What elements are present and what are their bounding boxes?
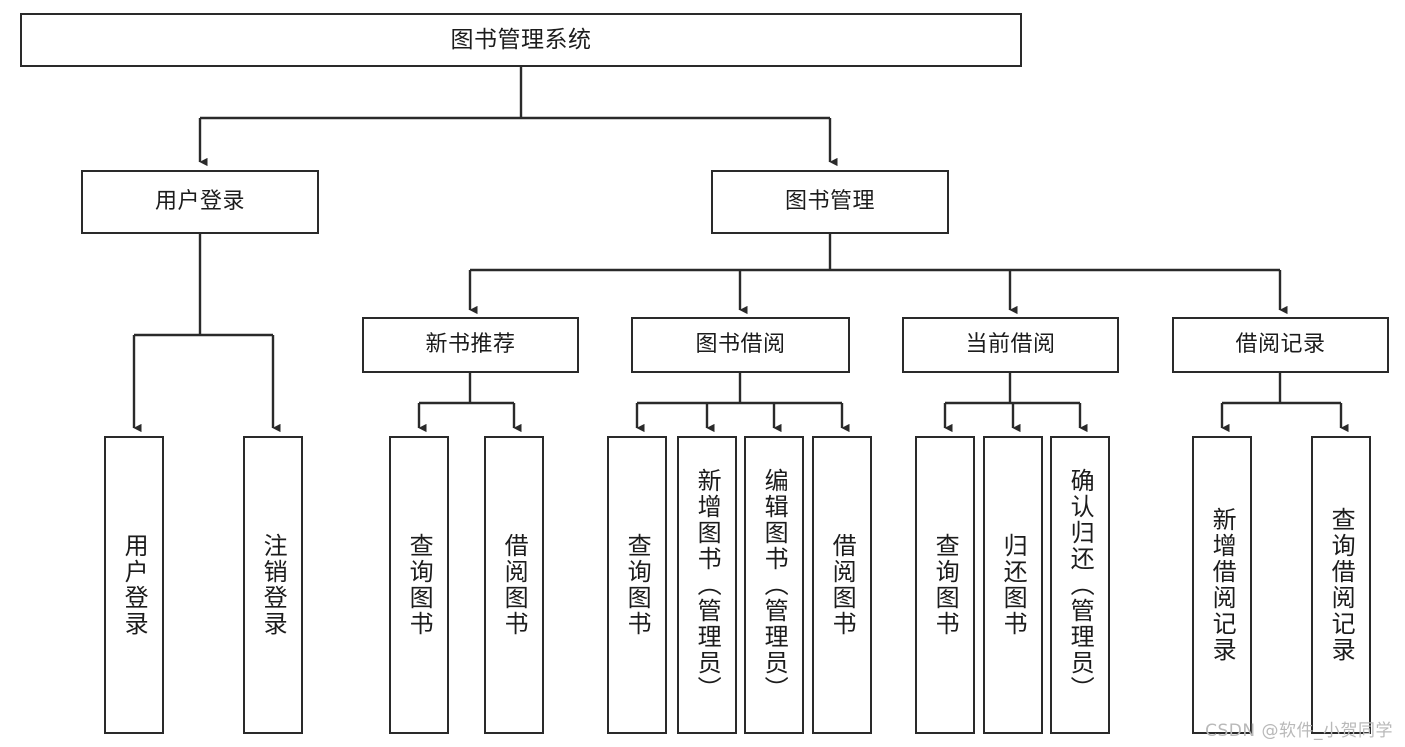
node-current-borrow-label: 当前借阅: [965, 331, 1056, 357]
node-leaf-edit-book[interactable]: 编辑图书（管理员）: [744, 436, 804, 734]
edge-root-to-level1: [198, 67, 838, 167]
edge-userlogin-to-leaves: [132, 234, 281, 433]
node-root[interactable]: 图书管理系统: [20, 13, 1022, 67]
edge-currentborrow-to-leaves: [943, 373, 1088, 433]
node-leaf-query-record[interactable]: 查询借阅记录: [1311, 436, 1371, 734]
node-leaf-query-book-c[interactable]: 查询图书: [915, 436, 975, 734]
edge-borrowrecord-to-leaves: [1220, 373, 1349, 433]
node-leaf-confirm-return[interactable]: 确认归还（管理员）: [1050, 436, 1110, 734]
node-leaf-borrow-book-a[interactable]: 借阅图书: [484, 436, 544, 734]
node-book-borrow[interactable]: 图书借阅: [631, 317, 850, 373]
node-leaf-add-book-label: 新增图书（管理员）: [693, 468, 722, 702]
node-leaf-query-book-c-label: 查询图书: [931, 533, 960, 637]
node-user-login-label: 用户登录: [154, 188, 245, 214]
node-leaf-query-record-label: 查询借阅记录: [1327, 507, 1356, 663]
node-leaf-logout[interactable]: 注销登录: [243, 436, 303, 734]
node-leaf-edit-book-label: 编辑图书（管理员）: [760, 468, 789, 702]
node-root-label: 图书管理系统: [450, 26, 592, 53]
node-new-book-recommend[interactable]: 新书推荐: [362, 317, 579, 373]
node-leaf-query-book-a[interactable]: 查询图书: [389, 436, 449, 734]
node-borrow-record-label: 借阅记录: [1235, 331, 1326, 357]
node-leaf-borrow-book-b-label: 借阅图书: [828, 533, 857, 637]
edge-bookborrow-to-leaves: [635, 373, 850, 433]
node-leaf-user-login[interactable]: 用户登录: [104, 436, 164, 734]
node-current-borrow[interactable]: 当前借阅: [902, 317, 1119, 373]
node-leaf-add-book[interactable]: 新增图书（管理员）: [677, 436, 737, 734]
node-leaf-logout-label: 注销登录: [259, 533, 288, 637]
node-leaf-query-book-b[interactable]: 查询图书: [607, 436, 667, 734]
node-leaf-borrow-book-a-label: 借阅图书: [500, 533, 529, 637]
node-leaf-borrow-book-b[interactable]: 借阅图书: [812, 436, 872, 734]
node-leaf-add-record-label: 新增借阅记录: [1208, 507, 1237, 663]
node-user-login[interactable]: 用户登录: [81, 170, 319, 234]
node-leaf-return-book-label: 归还图书: [999, 533, 1028, 637]
edge-bookmanage-to-level2: [468, 234, 1288, 315]
edge-newbook-to-leaves: [417, 373, 522, 433]
node-leaf-user-login-label: 用户登录: [120, 533, 149, 637]
node-borrow-record[interactable]: 借阅记录: [1172, 317, 1389, 373]
node-leaf-confirm-return-label: 确认归还（管理员）: [1066, 468, 1095, 702]
node-leaf-query-book-a-label: 查询图书: [405, 533, 434, 637]
node-leaf-query-book-b-label: 查询图书: [623, 533, 652, 637]
node-book-manage[interactable]: 图书管理: [711, 170, 949, 234]
node-book-borrow-label: 图书借阅: [695, 331, 786, 357]
node-new-book-recommend-label: 新书推荐: [425, 331, 516, 357]
node-leaf-return-book[interactable]: 归还图书: [983, 436, 1043, 734]
node-book-manage-label: 图书管理: [784, 188, 875, 214]
node-leaf-add-record[interactable]: 新增借阅记录: [1192, 436, 1252, 734]
